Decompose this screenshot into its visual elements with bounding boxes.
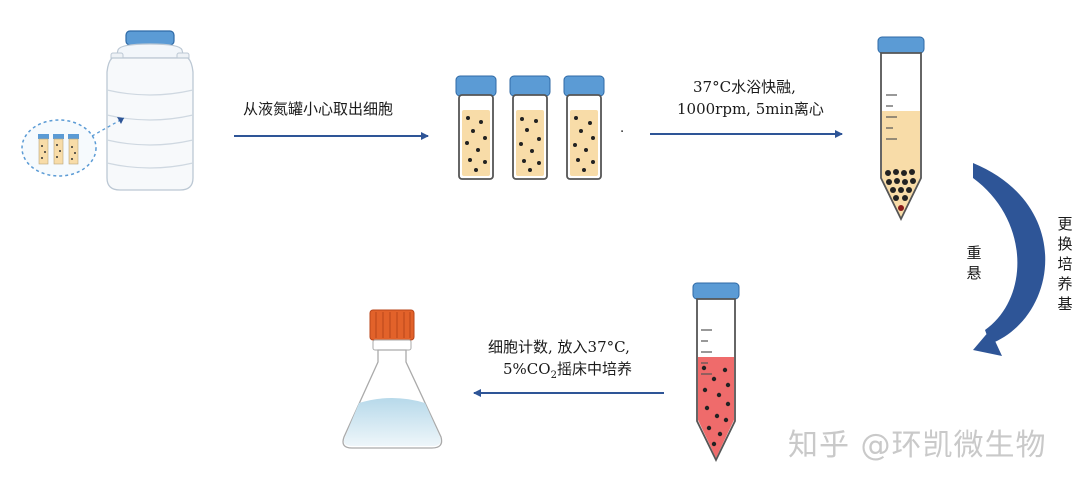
curved-arrow: [973, 163, 1046, 356]
cryovial: [455, 75, 497, 180]
centrifuge-tube-pellet: [877, 36, 925, 222]
liquid-nitrogen-tank: [21, 30, 194, 191]
mini-vial: [53, 134, 64, 165]
resuspend-label: 重悬: [966, 244, 982, 282]
step2-label-line2: 1000rpm, 5min离心: [677, 100, 824, 118]
mini-vial: [38, 134, 49, 165]
step2-label-line1: 37°C水浴快融,: [693, 78, 796, 96]
step4-label-line1: 细胞计数, 放入37°C,: [488, 338, 630, 356]
co2-suffix: 摇床中培养: [556, 360, 632, 378]
step1-label: 从液氮罐小心取出细胞: [243, 100, 394, 118]
cryovial: [563, 75, 605, 180]
co2-prefix: 5%CO: [503, 360, 551, 378]
step4-label-line2: 5%CO2摇床中培养: [503, 358, 632, 387]
co2-subscript: 2: [550, 370, 557, 381]
change-medium-label: 更换培养基: [1057, 215, 1073, 313]
stray-mark: .: [620, 121, 625, 136]
centrifuge-tube-resuspended: [692, 282, 740, 463]
cryovial: [509, 75, 551, 180]
watermark: 知乎 @环凯微生物: [788, 428, 1047, 463]
mini-vial: [68, 134, 79, 165]
shake-flask: [342, 309, 443, 449]
